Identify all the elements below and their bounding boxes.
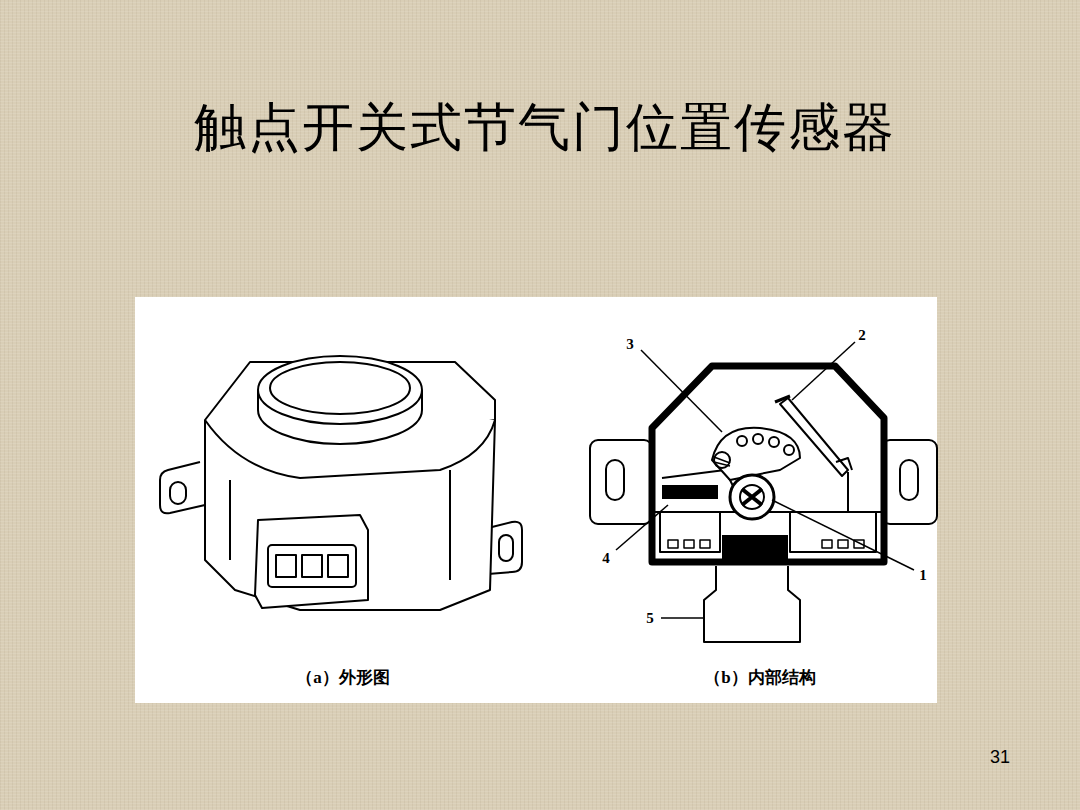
ear-slot bbox=[606, 460, 624, 500]
slide-title: 触点开关式节气门位置传感器 bbox=[194, 93, 896, 163]
screw bbox=[714, 452, 730, 468]
pin bbox=[276, 555, 296, 577]
callout-number: 1 bbox=[919, 567, 927, 584]
contact-arm bbox=[780, 398, 848, 476]
shaft-bore bbox=[740, 485, 764, 509]
leader-line bbox=[792, 342, 855, 400]
connector bbox=[704, 566, 800, 642]
callout-number: 3 bbox=[626, 336, 634, 353]
terminal bbox=[700, 540, 710, 548]
potting bbox=[722, 535, 788, 562]
internal-view bbox=[590, 342, 937, 642]
sub-caption: （a）外形图 bbox=[296, 666, 390, 689]
terminal bbox=[838, 540, 848, 548]
callout-number: 2 bbox=[858, 327, 866, 344]
arm-pivot bbox=[775, 396, 790, 402]
callout-number: 4 bbox=[602, 550, 610, 567]
mounting-ear bbox=[882, 440, 937, 524]
arm-lead bbox=[847, 472, 849, 512]
shaft-key bbox=[742, 489, 762, 505]
terminal-block bbox=[790, 512, 876, 552]
contact-hole bbox=[769, 437, 779, 447]
terminal bbox=[668, 540, 678, 548]
ear-slot bbox=[900, 460, 918, 500]
connector-mouth bbox=[268, 545, 356, 587]
external-view bbox=[160, 356, 522, 610]
leader-line bbox=[641, 350, 722, 432]
leader-line bbox=[616, 505, 668, 550]
dome-top bbox=[258, 356, 422, 424]
arm-tip bbox=[836, 458, 852, 470]
screw-slot bbox=[714, 457, 730, 466]
contact-block bbox=[662, 485, 718, 499]
leader-line bbox=[661, 617, 704, 619]
terminal-block bbox=[660, 512, 720, 552]
dome-rim bbox=[270, 362, 410, 414]
contact-plate bbox=[712, 428, 800, 480]
leader-line bbox=[772, 500, 914, 570]
ear-slot bbox=[170, 482, 186, 504]
callout-number: 5 bbox=[646, 610, 654, 627]
mounting-ear bbox=[488, 522, 522, 574]
page-number: 31 bbox=[990, 747, 1010, 768]
contact-hole bbox=[784, 445, 794, 455]
mounting-ear bbox=[160, 462, 205, 513]
connector bbox=[255, 515, 368, 608]
throttle-shaft bbox=[730, 475, 774, 519]
terminal bbox=[822, 540, 832, 548]
pin bbox=[302, 555, 322, 577]
sub-caption: （b）内部结构 bbox=[704, 666, 815, 689]
mounting-ear bbox=[590, 440, 652, 524]
ear-slot bbox=[499, 535, 513, 561]
terminal bbox=[684, 540, 694, 548]
pin bbox=[328, 555, 348, 577]
contact-hole bbox=[753, 434, 763, 444]
contact-hole bbox=[737, 436, 747, 446]
housing-body bbox=[205, 420, 495, 610]
